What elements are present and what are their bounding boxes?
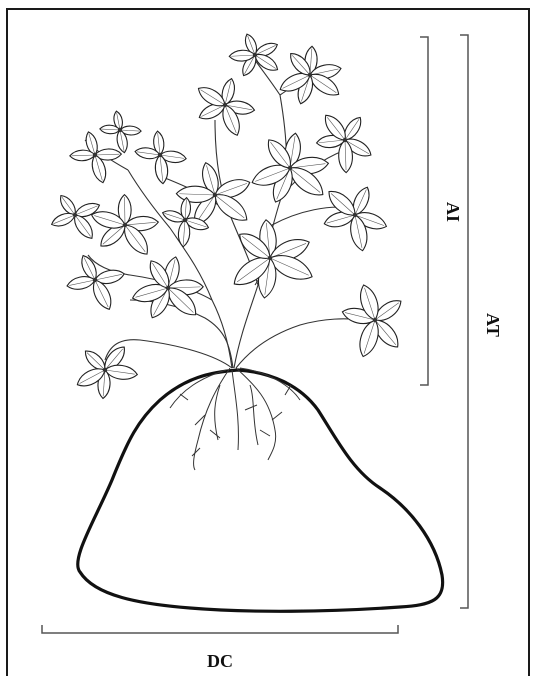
leaf-cluster-center	[158, 153, 162, 157]
leaf-cluster-center	[343, 138, 347, 142]
leaf-cluster-center	[353, 213, 357, 217]
dc-bracket	[42, 625, 398, 633]
leaf-cluster	[100, 110, 142, 153]
leaf-cluster	[277, 46, 343, 106]
leaf-cluster	[66, 253, 126, 312]
leaf-cluster	[74, 343, 138, 399]
dc-label: DC	[207, 651, 233, 671]
leaf-cluster-center	[118, 128, 122, 132]
leaf-cluster-center	[253, 53, 257, 57]
at-bracket	[460, 35, 468, 608]
leaf-cluster	[341, 283, 405, 359]
leaf-cluster-center	[166, 286, 170, 290]
leaf-cluster-center	[93, 278, 97, 282]
leaf-cluster-center	[308, 73, 312, 77]
leaf-cluster	[322, 185, 388, 253]
leaf-cluster	[70, 131, 122, 185]
leaf-cluster-center	[73, 213, 77, 217]
leaf-cluster-center	[103, 368, 107, 372]
leaf-cluster	[229, 32, 281, 78]
leaf-cluster	[195, 77, 256, 138]
leaf-cluster-center	[213, 193, 217, 197]
leaf-cluster-center	[373, 318, 377, 322]
leaf-cluster	[134, 131, 187, 185]
leaf-cluster	[89, 194, 159, 258]
root-ball-outline	[78, 370, 443, 611]
at-label: AT	[483, 313, 503, 337]
leaf-cluster-center	[223, 103, 227, 107]
leaf-cluster-center	[123, 223, 127, 227]
leaf-cluster-center	[288, 166, 292, 170]
ai-label: AI	[443, 202, 463, 222]
leaf-cluster-center	[93, 153, 97, 157]
leaf-cluster-center	[268, 256, 272, 260]
roots	[170, 368, 300, 470]
leaf-cluster	[130, 255, 203, 321]
leaf-cluster	[229, 219, 316, 299]
ai-bracket	[420, 37, 428, 385]
leaf-cluster-center	[183, 218, 187, 222]
